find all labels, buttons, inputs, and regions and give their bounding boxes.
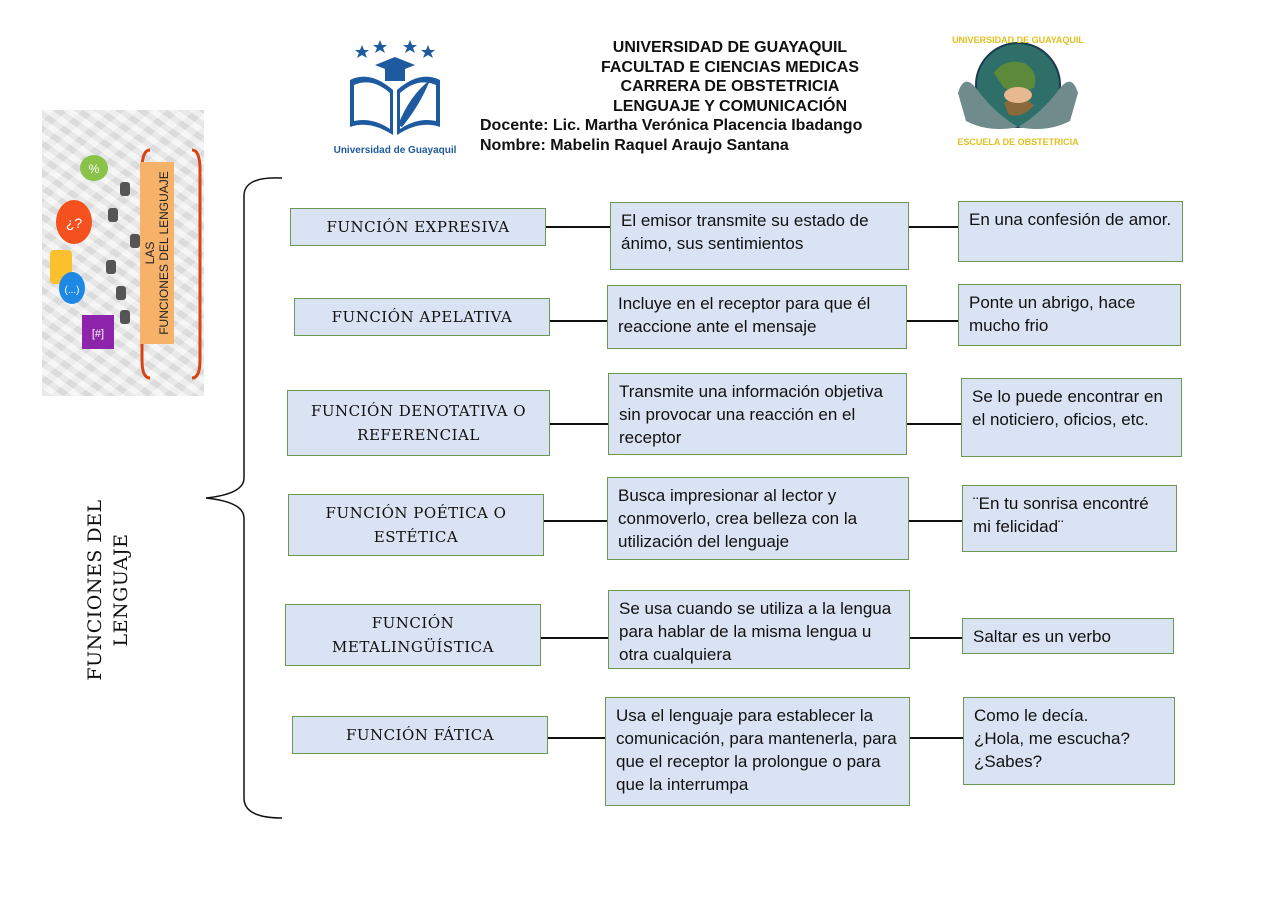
function-example-fatica: Como le decía. ¿Hola, me escucha? ¿Sabes… [963,697,1175,785]
university-logo-caption: Universidad de Guayaquil [333,145,457,156]
illustration-label-bg [140,162,174,344]
function-name-text: FUNCIÓN FÁTICA [345,726,495,744]
header: UNIVERSIDAD DE GUAYAQUIL FACULTAD E CIEN… [470,38,990,155]
svg-text:¿?: ¿? [66,215,83,231]
function-example-poetica: ¨En tu sonrisa encontré mi felicidad¨ [962,485,1177,552]
connector-line [546,226,610,228]
function-definition-text: Busca impresionar al lector y conmoverlo… [618,486,858,551]
university-logo: Universidad de Guayaquil [330,35,460,156]
header-line-subject: LENGUAJE Y COMUNICACIÓN [612,97,848,115]
connector-line [907,423,961,425]
book-quill-icon [350,40,440,135]
connector-line [548,737,605,739]
functions-illustration: % ¿? (...) [#] LAS FUNCIONES DEL LENGUAJ… [42,110,204,396]
connector-line [910,737,963,739]
function-example-apelativa: Ponte un abrigo, hace mucho frio [958,284,1181,346]
school-logo: UNIVERSIDAD DE GUAYAQUIL ESCUELA DE OBST… [944,33,1092,151]
speech-bubbles-icon: % ¿? (...) [#] [50,148,202,380]
function-name-denotativa: FUNCIÓN DENOTATIVA O REFERENCIAL [287,390,550,456]
function-name-text: FUNCIÓN POÉTICA O ESTÉTICA [325,504,507,546]
connector-line [907,320,958,322]
function-name-text: FUNCIÓN DENOTATIVA O REFERENCIAL [310,402,526,444]
function-example-text: Se lo puede encontrar en el noticiero, o… [972,387,1163,429]
main-title-line2: LENGUAJE [110,533,132,647]
function-name-apelativa: FUNCIÓN APELATIVA [294,298,550,336]
function-name-text: FUNCIÓN METALINGÜÍSTICA [332,614,494,656]
function-example-text: Como le decía. ¿Hola, me escucha? ¿Sabes… [974,706,1130,771]
function-name-poetica: FUNCIÓN POÉTICA O ESTÉTICA [288,494,544,556]
header-line-career: CARRERA DE OBSTETRICIA [620,78,840,95]
function-definition-metalinguistica: Se usa cuando se utiliza a la lengua par… [608,590,910,669]
svg-text:[#]: [#] [92,328,104,340]
function-example-expresiva: En una confesión de amor. [958,201,1183,262]
function-name-text: FUNCIÓN APELATIVA [331,308,513,326]
function-name-expresiva: FUNCIÓN EXPRESIVA [290,208,546,246]
connector-line [909,520,962,522]
function-definition-text: Usa el lenguaje para establecer la comun… [616,706,897,794]
illustration-title-line1: LAS [143,241,157,265]
function-example-text: Ponte un abrigo, hace mucho frio [969,293,1136,335]
connector-line [550,320,607,322]
main-title-line1: FUNCIONES DEL [84,499,106,681]
school-logo-bottom-text: ESCUELA DE OBSTETRICIA [957,137,1079,147]
header-nombre: Nombre: Mabelin Raquel Araujo Santana [480,136,789,154]
connector-line [544,520,607,522]
connector-line [541,637,608,639]
function-example-denotativa: Se lo puede encontrar en el noticiero, o… [961,378,1182,457]
function-example-metalinguistica: Saltar es un verbo [962,618,1174,654]
function-definition-text: Incluye en el receptor para que él reacc… [618,294,871,336]
function-example-text: ¨En tu sonrisa encontré mi felicidad¨ [973,494,1149,536]
svg-text:(...): (...) [65,285,80,296]
grouping-brace [205,177,283,819]
function-definition-text: Se usa cuando se utiliza a la lengua par… [619,599,892,664]
main-title: FUNCIONES DEL LENGUAJE [82,499,134,680]
function-definition-fatica: Usa el lenguaje para establecer la comun… [605,697,910,806]
function-example-text: En una confesión de amor. [969,210,1172,229]
header-line-faculty: FACULTAD E CIENCIAS MEDICAS [600,58,860,76]
function-definition-text: El emisor transmite su estado de ánimo, … [621,211,869,253]
function-definition-expresiva: El emisor transmite su estado de ánimo, … [610,202,909,270]
header-docente: Docente: Lic. Martha Verónica Placencia … [480,117,863,134]
function-definition-text: Transmite una información objetiva sin p… [619,382,883,447]
globe-hands-icon [958,42,1078,129]
function-definition-apelativa: Incluye en el receptor para que él reacc… [607,285,907,349]
function-definition-poetica: Busca impresionar al lector y conmoverlo… [607,477,909,560]
function-name-fatica: FUNCIÓN FÁTICA [292,716,548,754]
connector-line [550,423,608,425]
connector-line [910,637,962,639]
function-example-text: Saltar es un verbo [973,627,1111,646]
connector-line [909,226,958,228]
function-name-text: FUNCIÓN EXPRESIVA [326,218,510,236]
function-definition-denotativa: Transmite una información objetiva sin p… [608,373,907,455]
school-logo-top-text: UNIVERSIDAD DE GUAYAQUIL [952,35,1084,45]
illustration-title: LAS FUNCIONES DEL LENGUAJE [143,171,171,335]
function-name-metalinguistica: FUNCIÓN METALINGÜÍSTICA [285,604,541,666]
illustration-title-line2: FUNCIONES DEL LENGUAJE [157,171,171,335]
header-line-university: UNIVERSIDAD DE GUAYAQUIL [612,39,848,56]
svg-text:%: % [89,162,100,176]
